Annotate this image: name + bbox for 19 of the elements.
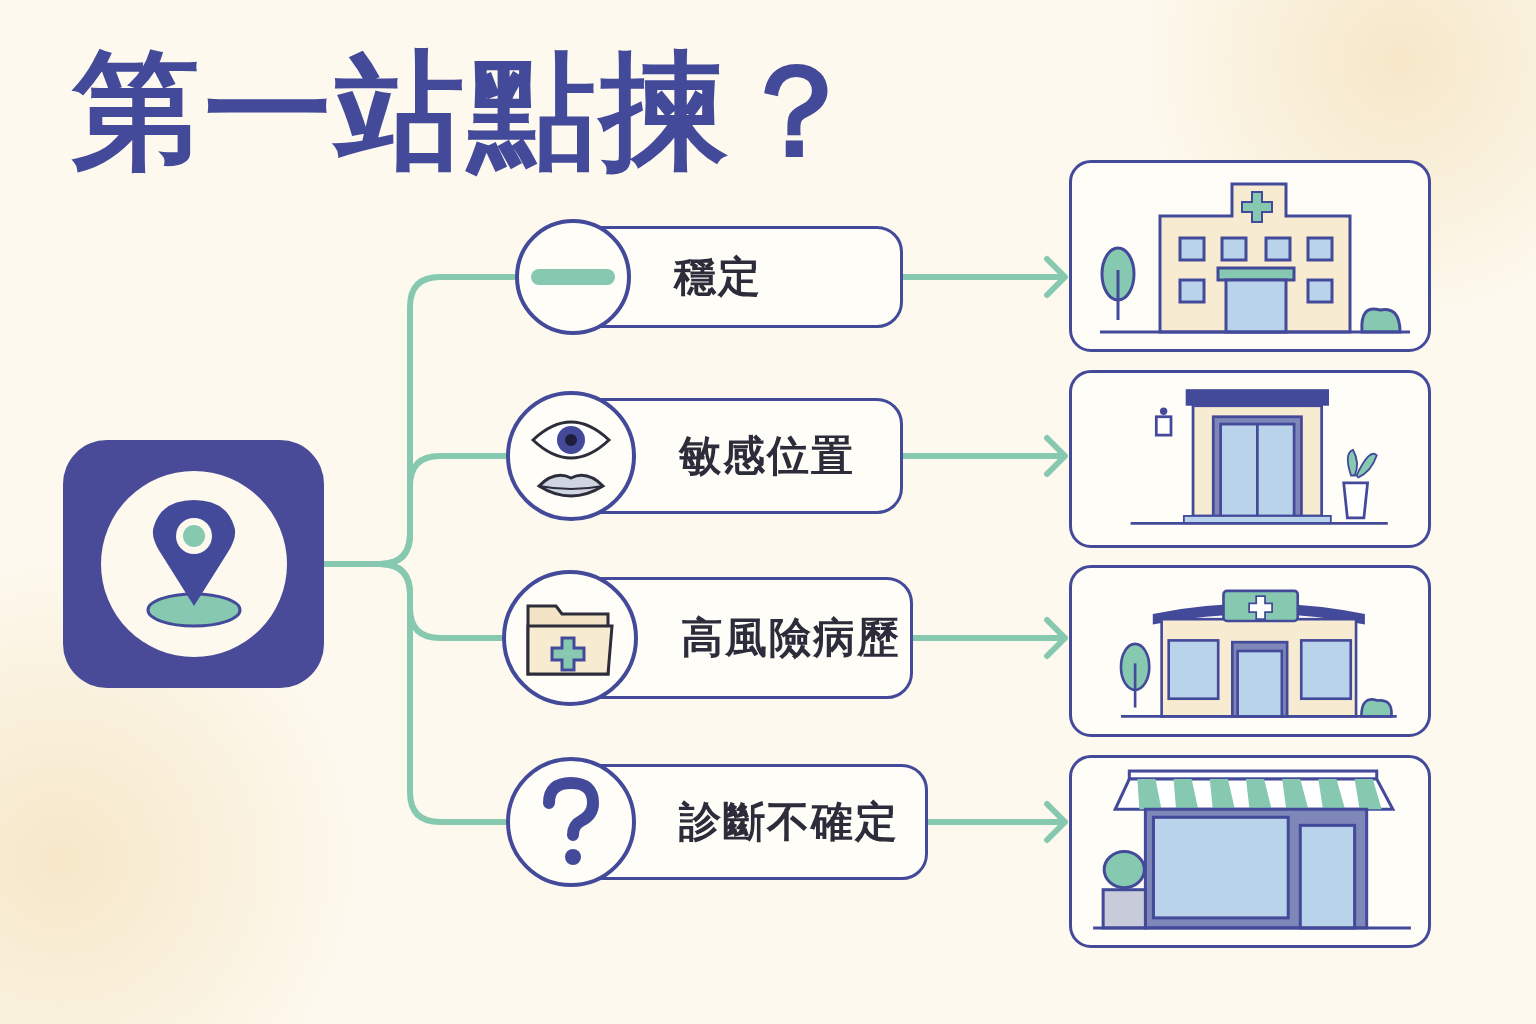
option-label: 穩定 <box>674 251 762 303</box>
location-pin-card <box>63 440 324 688</box>
arrow <box>903 435 1068 477</box>
building-card <box>1069 370 1431 548</box>
option-label: 高風險病歷 <box>681 612 901 664</box>
building-card <box>1069 160 1431 352</box>
option-card <box>502 570 913 706</box>
title: 第一站點揀？ <box>72 35 864 187</box>
building-card <box>1069 755 1431 948</box>
option-label: 診斷不確定 <box>679 796 899 848</box>
building-card <box>1069 565 1431 737</box>
connector-line <box>324 561 506 825</box>
arrow <box>913 617 1068 659</box>
arrow <box>903 256 1068 298</box>
option-card <box>506 757 928 887</box>
option-card <box>506 391 903 521</box>
arrow <box>928 801 1068 843</box>
option-label: 敏感位置 <box>679 430 855 482</box>
option-card <box>515 219 903 335</box>
